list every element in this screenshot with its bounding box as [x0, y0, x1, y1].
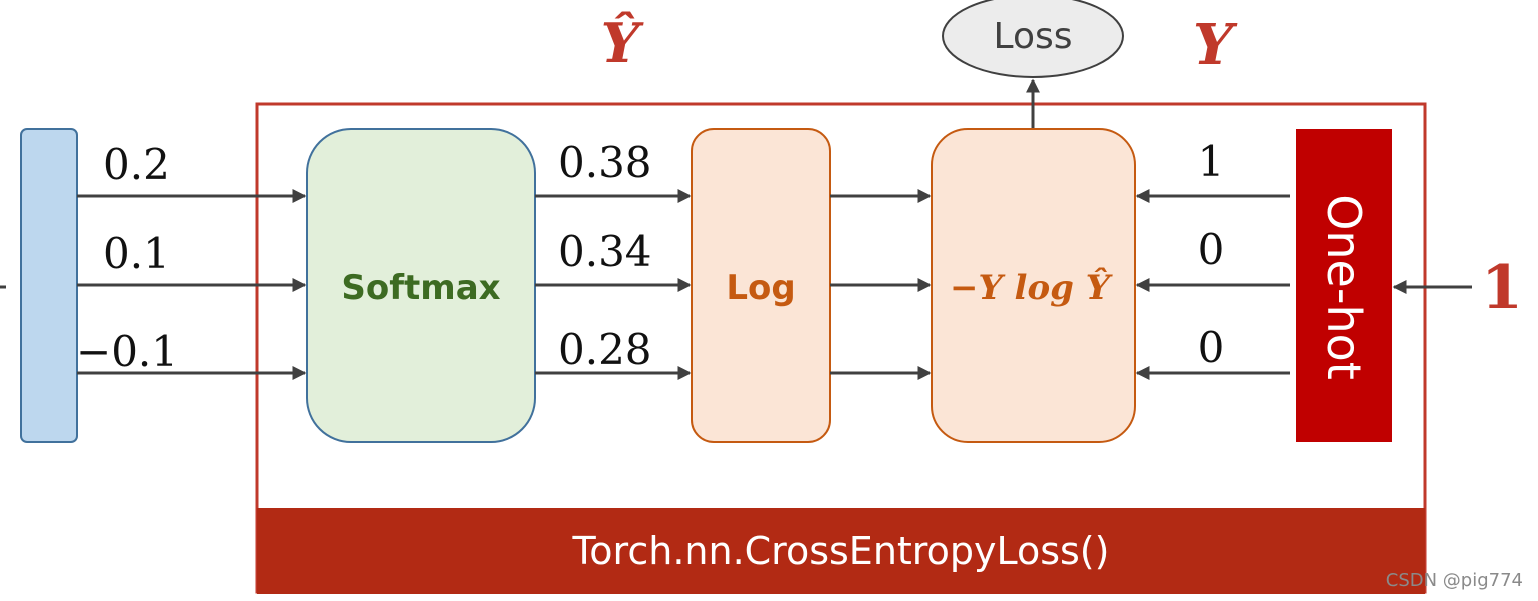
logit-value: 0.1	[103, 229, 170, 278]
one-hot-value: 0	[1198, 323, 1225, 372]
logit-value: −0.1	[76, 327, 178, 376]
watermark: CSDN @pig774	[1386, 570, 1523, 591]
probability-value: 0.34	[558, 227, 652, 276]
footer-banner	[257, 508, 1425, 594]
y-heading: Y	[1193, 12, 1238, 78]
logit-value: 0.2	[103, 140, 170, 189]
y-hat-heading: Ŷ	[601, 11, 644, 75]
loss-label: Loss	[994, 16, 1073, 57]
one-hot-box	[1296, 129, 1392, 442]
one-hot-value: 1	[1198, 137, 1225, 186]
formula-box	[931, 128, 1136, 443]
logit-bar	[20, 128, 78, 443]
one-hot-value: 0	[1198, 225, 1225, 274]
softmax-label: Softmax	[341, 268, 500, 308]
one-hot-label: One-hot	[1317, 194, 1371, 380]
formula-label: −Y log Ŷ	[950, 267, 1113, 308]
probability-value: 0.28	[558, 325, 652, 374]
target-label: 1	[1481, 253, 1523, 323]
probability-value: 0.38	[558, 138, 652, 187]
log-label: Log	[726, 268, 795, 308]
loss-node	[942, 0, 1124, 78]
footer-label: Torch.nn.CrossEntropyLoss()	[572, 529, 1110, 573]
